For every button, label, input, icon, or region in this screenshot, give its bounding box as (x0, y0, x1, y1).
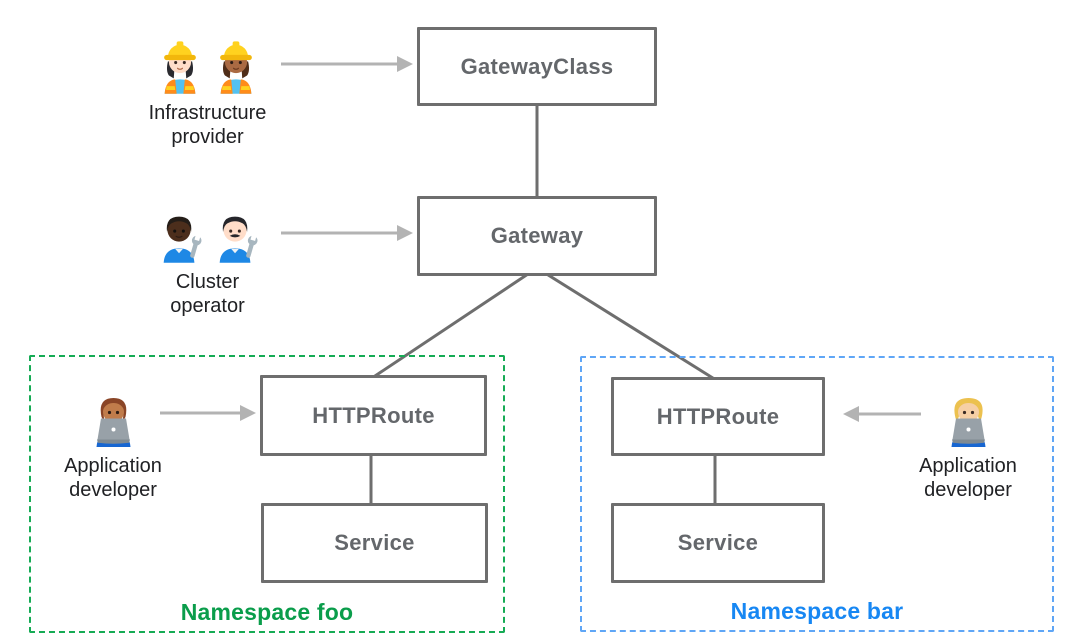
person-mechanic-dark-icon (155, 203, 205, 263)
namespace-foo-boundary: Namespace foo (29, 355, 505, 633)
persona-cluster-operator: Cluster operator (110, 203, 305, 319)
namespace-bar-boundary: Namespace bar (580, 356, 1054, 632)
arrow-application-developer-foo (160, 405, 256, 421)
edge-gateway-httproute-bar (536, 266, 717, 382)
infrastructure-provider-icons (155, 34, 261, 94)
gatewayclass-label: GatewayClass (460, 53, 614, 79)
service-bar-node: Service (611, 503, 825, 583)
arrow-cluster-operator (281, 225, 413, 241)
arrow-application-developer-bar (843, 406, 921, 422)
woman-technologist-blonde-icon (941, 385, 996, 447)
gateway-node: Gateway (417, 196, 657, 276)
service-bar-label: Service (677, 530, 759, 555)
namespace-foo-label: Namespace foo (180, 599, 354, 625)
application-developer-bar-label: Application developer (919, 455, 1017, 502)
woman-construction-worker-light-icon (155, 34, 205, 94)
cluster-operator-label: Cluster operator (170, 271, 245, 318)
service-foo-node: Service (261, 503, 488, 583)
man-technologist-medium-icon (86, 385, 141, 447)
application-developer-foo-label: Application developer (64, 455, 162, 502)
httproute-foo-node: HTTPRoute (260, 375, 487, 456)
application-developer-foo-icons (86, 385, 141, 447)
service-foo-label: Service (334, 530, 415, 555)
arrow-infrastructure-provider (281, 56, 413, 72)
persona-application-developer-foo: Application developer (33, 385, 193, 503)
edge-gateway-httproute-foo (371, 266, 538, 380)
man-mechanic-light-icon (211, 203, 261, 263)
gatewayclass-node: GatewayClass (417, 27, 657, 106)
cluster-operator-icons (155, 203, 261, 263)
infrastructure-provider-label: Infrastructure provider (148, 102, 267, 149)
namespace-bar-label: Namespace bar (730, 598, 904, 624)
persona-infrastructure-provider: Infrastructure provider (110, 34, 305, 150)
application-developer-bar-icons (941, 385, 996, 447)
httproute-bar-node: HTTPRoute (611, 377, 825, 456)
persona-application-developer-bar: Application developer (888, 385, 1048, 503)
httproute-bar-label: HTTPRoute (656, 403, 780, 429)
woman-construction-worker-medium-dark-icon (211, 34, 261, 94)
httproute-foo-label: HTTPRoute (312, 402, 435, 428)
gateway-label: Gateway (490, 223, 584, 248)
